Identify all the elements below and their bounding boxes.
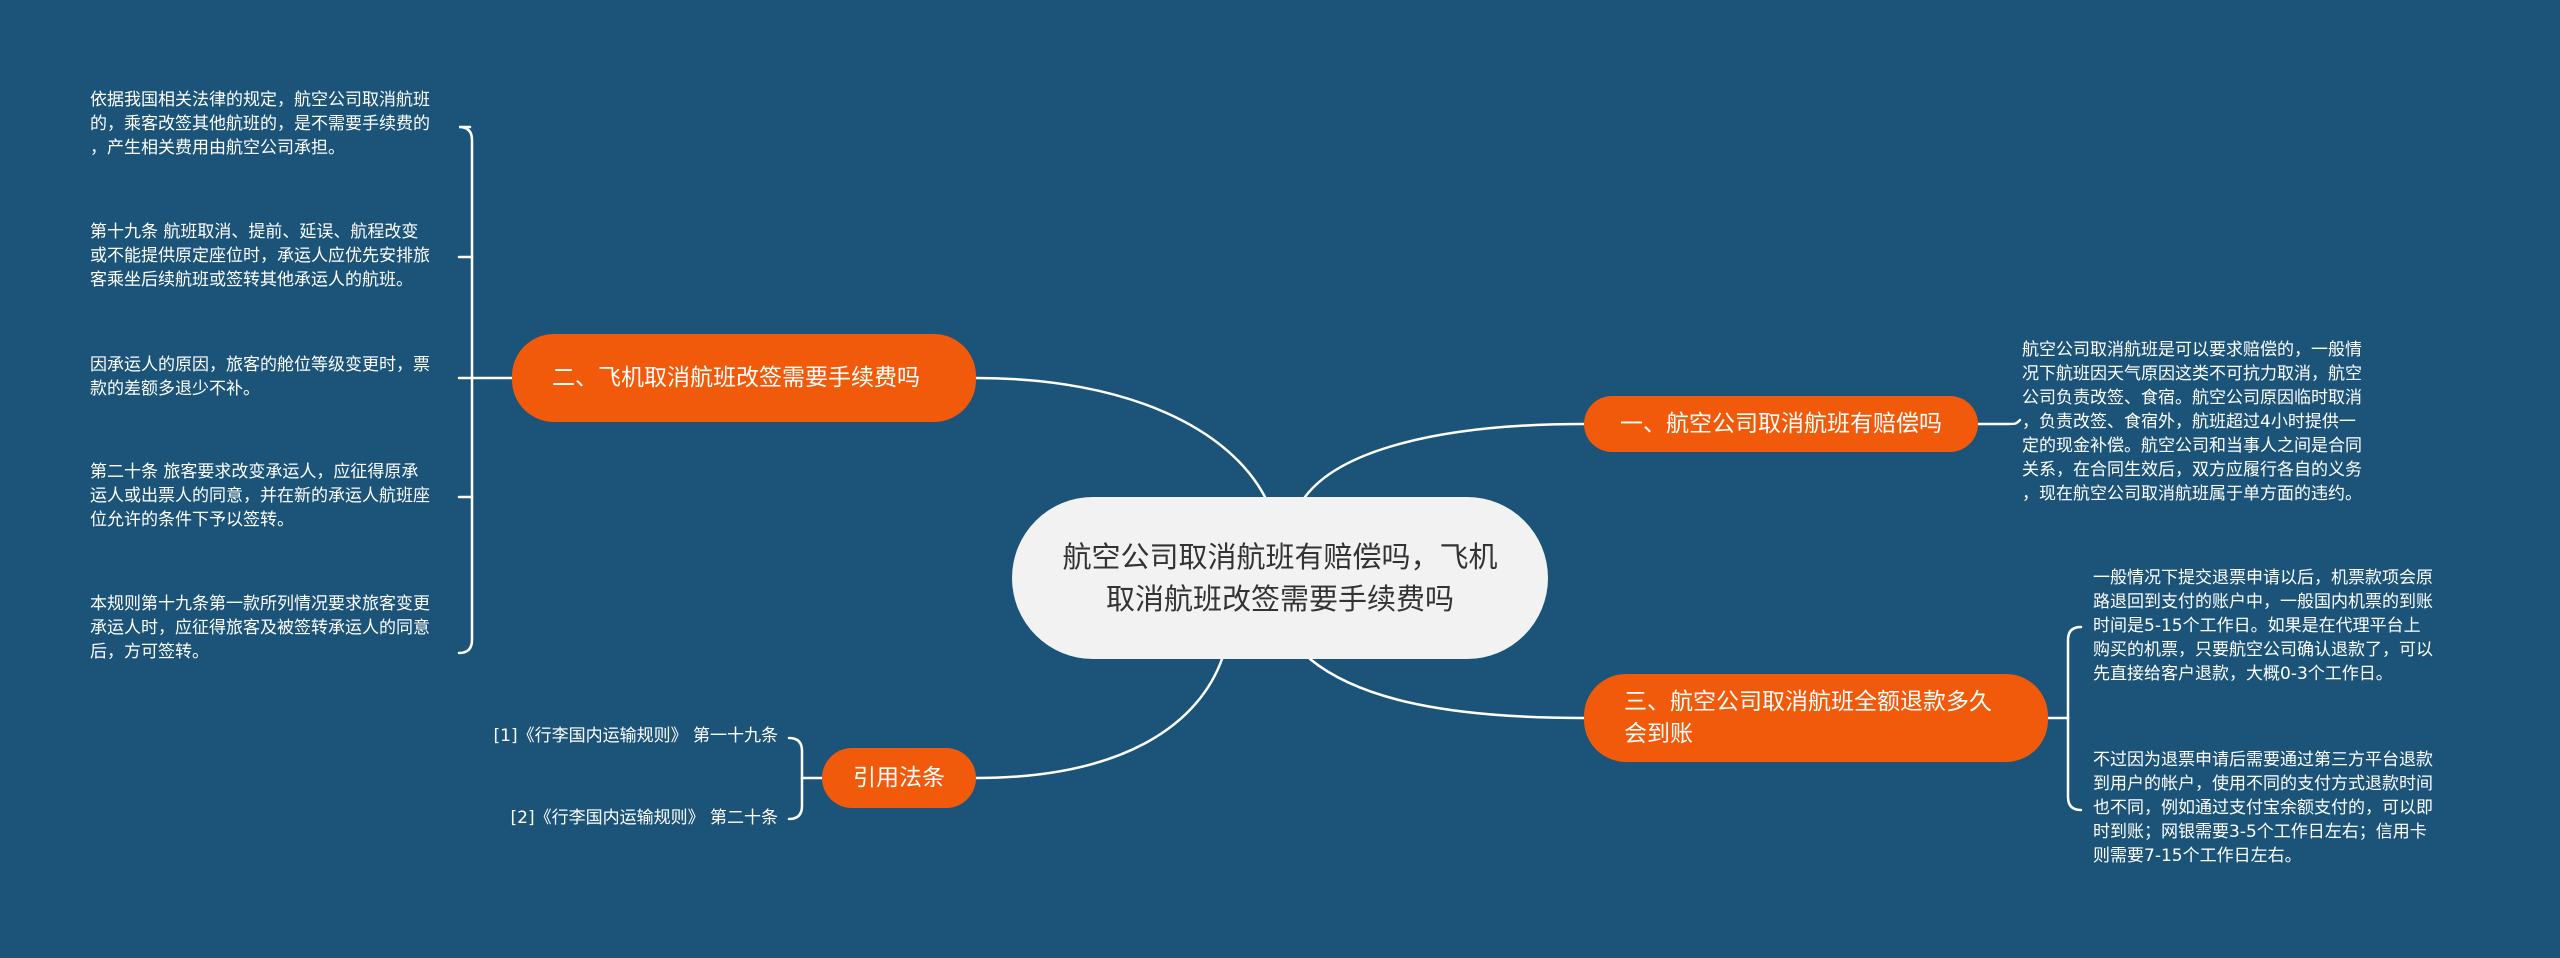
connector-branch-3-bracket [2066,625,2083,720]
connector-branch-2-bracket [458,125,474,380]
connector-branch-1-leaf [1976,418,2022,426]
branch-topic-label: 一、航空公司取消航班有赔偿吗 [1620,411,1942,437]
leaf-text-refund-general: 一般情况下提交退票申请以后，机票款项会原 路退回到支付的账户中，一般国内机票的到… [2093,568,2433,684]
branch-topic-cited-laws[interactable]: 引用法条 [822,748,976,808]
branch-topic-label: 引用法条 [853,765,945,791]
leaf-text-article-20: 第二十条 旅客要求改变承运人，应征得原承 运人或出票人的同意，并在新的承运人航班… [90,462,430,530]
connector-root-branch-4 [974,657,1224,780]
connector-branch-3-bracket-lower [2066,716,2083,812]
connector-branch-2-bracket-lower [457,376,474,655]
branch-topic-rebooking-fee[interactable]: 二、飞机取消航班改签需要手续费吗 [512,334,976,422]
branch-topic-compensation[interactable]: 一、航空公司取消航班有赔偿吗 [1584,396,1978,452]
root-topic-label: 航空公司取消航班有赔偿吗，飞机取消航班改签需要手续费吗 [1062,540,1498,616]
leaf-text-citation-1: [1]《行李国内运输规则》 第一十九条 [493,726,778,746]
connector-branch-4-bracket [787,736,804,780]
connector-branch-4-bracket-lower [787,776,804,821]
connector-root-branch-3 [1308,657,1586,720]
root-topic[interactable]: 航空公司取消航班有赔偿吗，飞机取消航班改签需要手续费吗 [1012,497,1548,659]
leaf-text-endorsement: 本规则第十九条第一款所列情况要求旅客变更 承运人时，应征得旅客及被签转承运人的同… [90,594,430,662]
branch-topic-refund-time[interactable]: 三、航空公司取消航班全额退款多久会到账 [1584,674,2048,762]
leaf-text-class-change: 因承运人的原因，旅客的舱位等级变更时，票 款的差额多退少不补。 [90,355,430,399]
leaf-text-legal-basis: 依据我国相关法律的规定，航空公司取消航班 的，乘客改签其他航班的，是不需要手续费… [90,90,430,158]
connector-root-branch-1 [1303,422,1586,499]
branch-topic-label: 二、飞机取消航班改签需要手续费吗 [552,365,920,391]
leaf-text-compensation: 航空公司取消航班是可以要求赔偿的，一般情 况下航班因天气原因这类不可抗力取消，航… [2022,340,2362,504]
leaf-text-refund-methods: 不过因为退票申请后需要通过第三方平台退款 到用户的帐户，使用不同的支付方式退款时… [2093,750,2433,866]
leaf-text-citation-2: [2]《行李国内运输规则》 第二十条 [510,808,778,828]
connector-root-branch-2 [974,376,1267,499]
branch-topic-label: 三、航空公司取消航班全额退款多久会到账 [1624,689,1992,747]
leaf-text-article-19: 第十九条 航班取消、提前、延误、航程改变 或不能提供原定座位时，承运人应优先安排… [90,222,430,290]
